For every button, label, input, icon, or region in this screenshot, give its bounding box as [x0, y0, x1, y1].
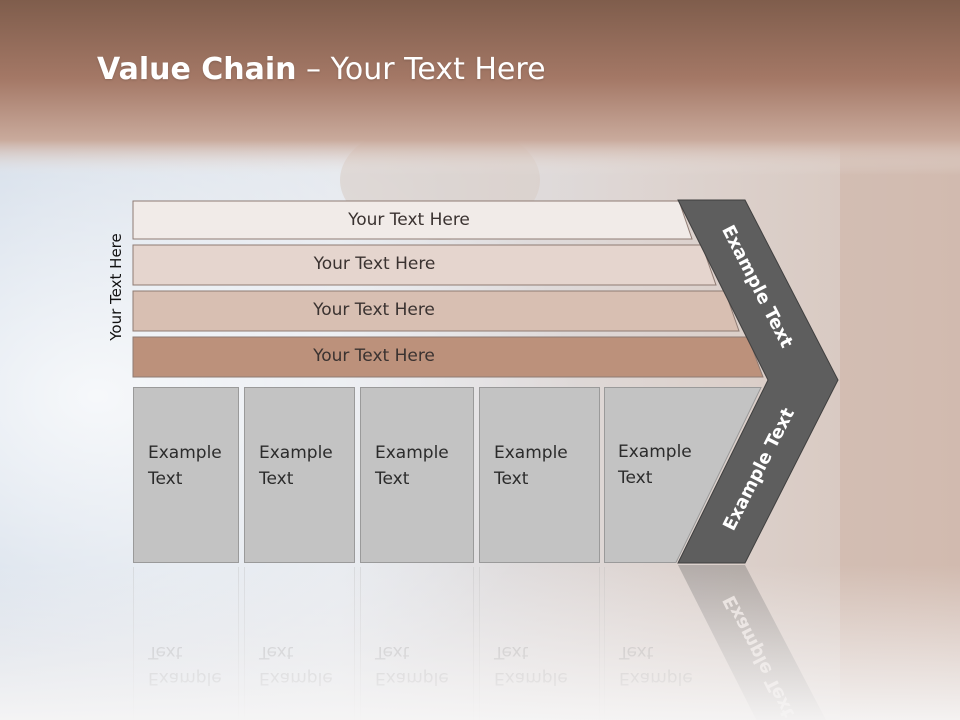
example-box-1: Example Text — [133, 387, 239, 563]
example-box-3-line2: Text — [375, 469, 410, 489]
example-box-1-line1: Example — [148, 443, 222, 463]
slide-title: Value Chain – Your Text Here — [97, 52, 546, 87]
title-rest: – Your Text Here — [296, 52, 546, 87]
example-box-4-line2: Text — [494, 469, 529, 489]
band-4-shape — [132, 336, 764, 378]
band-1-shape — [132, 200, 693, 240]
side-label: Your Text Here — [107, 233, 125, 341]
example-box-4: Example Text — [479, 387, 600, 563]
example-box-5: Example Text — [604, 387, 764, 563]
band-4-label: Your Text Here — [313, 346, 435, 366]
example-box-2: Example Text — [244, 387, 355, 563]
example-box-2-line1: Example — [259, 443, 333, 463]
example-box-3: Example Text — [360, 387, 474, 563]
reflection-fade — [0, 565, 960, 720]
example-box-2-line2: Text — [259, 469, 294, 489]
band-2-shape — [132, 244, 717, 286]
band-1: Your Text Here — [132, 200, 693, 240]
band-1-label: Your Text Here — [348, 210, 470, 230]
band-4: Your Text Here — [132, 336, 764, 378]
example-box-5-shape — [604, 387, 762, 563]
chevron-arrow — [677, 199, 839, 564]
example-box-5-line1: Example — [618, 442, 692, 462]
band-2-label: Your Text Here — [313, 254, 436, 274]
example-box-5-line2: Text — [618, 468, 653, 488]
example-box-3-line1: Example — [375, 443, 449, 463]
example-box-1-line2: Text — [148, 469, 183, 489]
band-3-label: Your Text Here — [313, 300, 435, 320]
band-2: Your Text Here — [132, 244, 717, 286]
band-3: Your Text Here — [132, 290, 740, 332]
band-3-shape — [132, 290, 740, 332]
example-box-4-line1: Example — [494, 443, 568, 463]
title-bold: Value Chain — [97, 52, 297, 87]
